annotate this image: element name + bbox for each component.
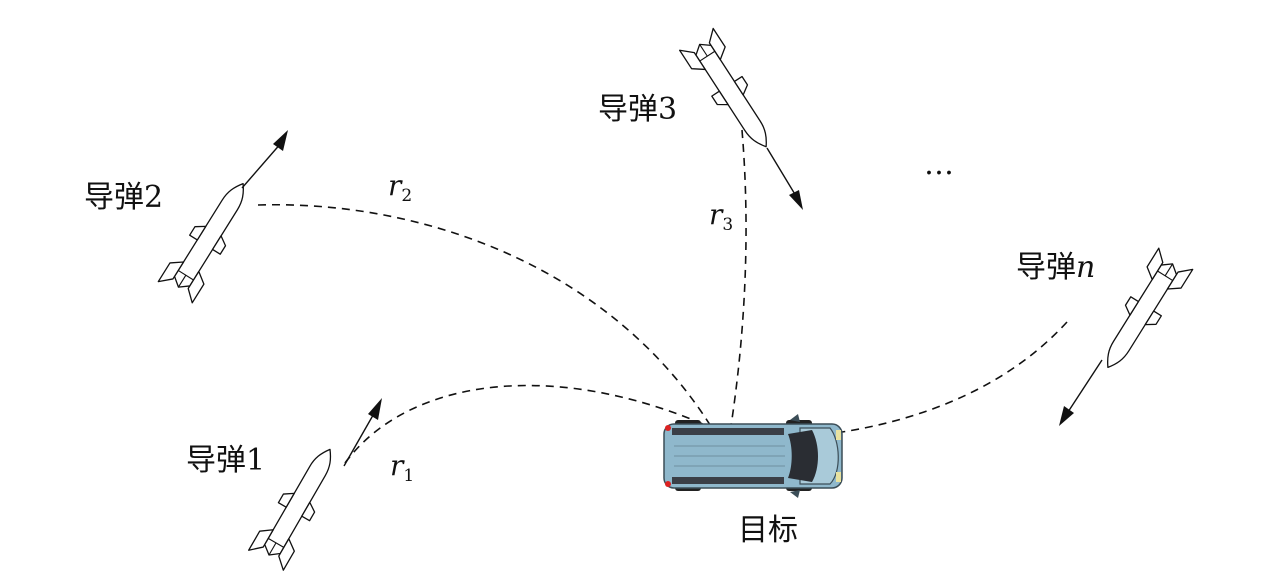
missile-2-label: 导弹2 xyxy=(84,180,164,215)
trajectory-rn xyxy=(789,321,1068,439)
trajectory-r1 xyxy=(344,384,713,464)
target-label: 目标 xyxy=(738,513,798,548)
missile-n-icon xyxy=(1090,247,1194,379)
missile-3-icon xyxy=(678,27,784,159)
missile-3-velocity-arrow xyxy=(766,147,803,210)
missile-1-label: 导弹1 xyxy=(186,443,266,478)
target-vehicle-icon xyxy=(663,414,843,498)
trajectory-r3 xyxy=(727,129,747,446)
missile-2-icon xyxy=(157,172,261,304)
missile-2-velocity-arrow xyxy=(241,130,288,189)
missile-n-label: 导弹n xyxy=(1016,250,1096,285)
trajectory-r2 xyxy=(257,203,713,429)
range-r2-label: r2 xyxy=(388,169,413,206)
ellipsis: … xyxy=(924,147,956,182)
missile-n-velocity-arrow xyxy=(1059,359,1103,426)
range-r3-label: r3 xyxy=(709,198,734,235)
missile-1-velocity-arrow xyxy=(343,398,382,467)
missile-3-label: 导弹3 xyxy=(598,92,678,127)
range-r1-label: r1 xyxy=(390,449,415,486)
